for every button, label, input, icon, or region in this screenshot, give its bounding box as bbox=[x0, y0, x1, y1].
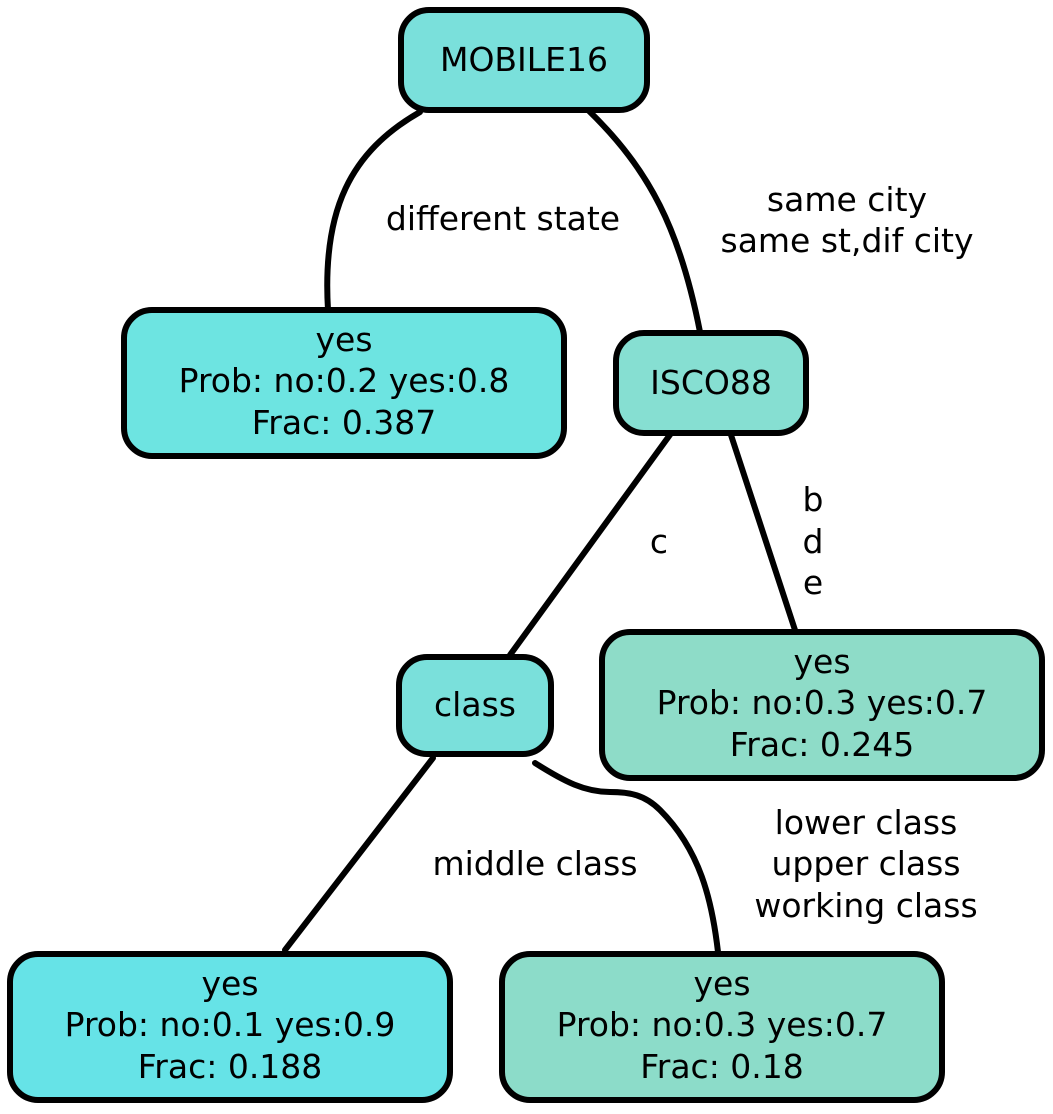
edge-label-c: c bbox=[650, 522, 668, 561]
edge-class-to-other bbox=[532, 760, 721, 955]
edge-label-bde: b d e bbox=[803, 480, 824, 602]
node-box bbox=[613, 330, 809, 436]
node-frac: Frac: 0.387 bbox=[252, 403, 437, 442]
node-leaf-other-classes: yes Prob: no:0.3 yes:0.7 Frac: 0.18 bbox=[499, 951, 945, 1103]
edge-label-middle-class: middle class bbox=[432, 844, 637, 883]
edge-isco88-to-bde bbox=[727, 429, 798, 633]
edge-label-line: lower class bbox=[775, 803, 958, 842]
node-prob: Prob: no:0.3 yes:0.7 bbox=[557, 1005, 888, 1044]
node-class: class bbox=[396, 654, 554, 757]
node-label: MOBILE16 bbox=[440, 40, 608, 79]
node-frac: Frac: 0.188 bbox=[138, 1047, 323, 1086]
node-leaf-bde: yes Prob: no:0.3 yes:0.7 Frac: 0.245 bbox=[599, 629, 1045, 781]
node-label: yes bbox=[315, 320, 372, 359]
node-box bbox=[599, 629, 1045, 781]
edge-label-line: same city bbox=[767, 180, 927, 219]
edge-label-line: e bbox=[803, 563, 823, 602]
edge-label-different-state: different state bbox=[386, 199, 620, 238]
edge-isco88-to-class bbox=[507, 429, 675, 658]
node-prob: Prob: no:0.3 yes:0.7 bbox=[657, 683, 988, 722]
node-mobile16: MOBILE16 bbox=[398, 7, 650, 113]
edge-label-line: working class bbox=[754, 886, 977, 925]
node-box bbox=[398, 7, 650, 113]
node-box bbox=[396, 654, 554, 757]
edge-label-line: b bbox=[803, 480, 824, 519]
edge-label-line: d bbox=[803, 522, 824, 561]
node-isco88: ISCO88 bbox=[613, 330, 809, 436]
node-label: ISCO88 bbox=[650, 363, 772, 402]
edge-label-line: different state bbox=[386, 199, 620, 238]
node-leaf-different-state: yes Prob: no:0.2 yes:0.8 Frac: 0.387 bbox=[121, 307, 567, 459]
node-leaf-middle-class: yes Prob: no:0.1 yes:0.9 Frac: 0.188 bbox=[7, 951, 453, 1103]
edge-root-to-diff-state bbox=[324, 109, 423, 313]
edge-label-same-city: same city same st,dif city bbox=[721, 180, 974, 260]
edge-label-other-classes: lower class upper class working class bbox=[754, 803, 977, 925]
edge-label-line: same st,dif city bbox=[721, 221, 974, 260]
node-label: yes bbox=[793, 642, 850, 681]
node-label: yes bbox=[201, 964, 258, 1003]
node-frac: Frac: 0.18 bbox=[640, 1047, 804, 1086]
edge-class-to-middle bbox=[282, 755, 436, 953]
node-box bbox=[121, 307, 567, 459]
node-label: yes bbox=[693, 964, 750, 1003]
node-box bbox=[499, 951, 945, 1103]
edge-label-line: c bbox=[650, 522, 668, 561]
node-box bbox=[7, 951, 453, 1103]
edge-label-line: middle class bbox=[432, 844, 637, 883]
node-prob: Prob: no:0.1 yes:0.9 bbox=[65, 1005, 396, 1044]
edge-root-to-isco88 bbox=[585, 107, 703, 335]
edge-label-line: upper class bbox=[771, 844, 960, 883]
node-prob: Prob: no:0.2 yes:0.8 bbox=[179, 361, 510, 400]
node-label: class bbox=[434, 685, 516, 724]
node-frac: Frac: 0.245 bbox=[730, 725, 915, 764]
